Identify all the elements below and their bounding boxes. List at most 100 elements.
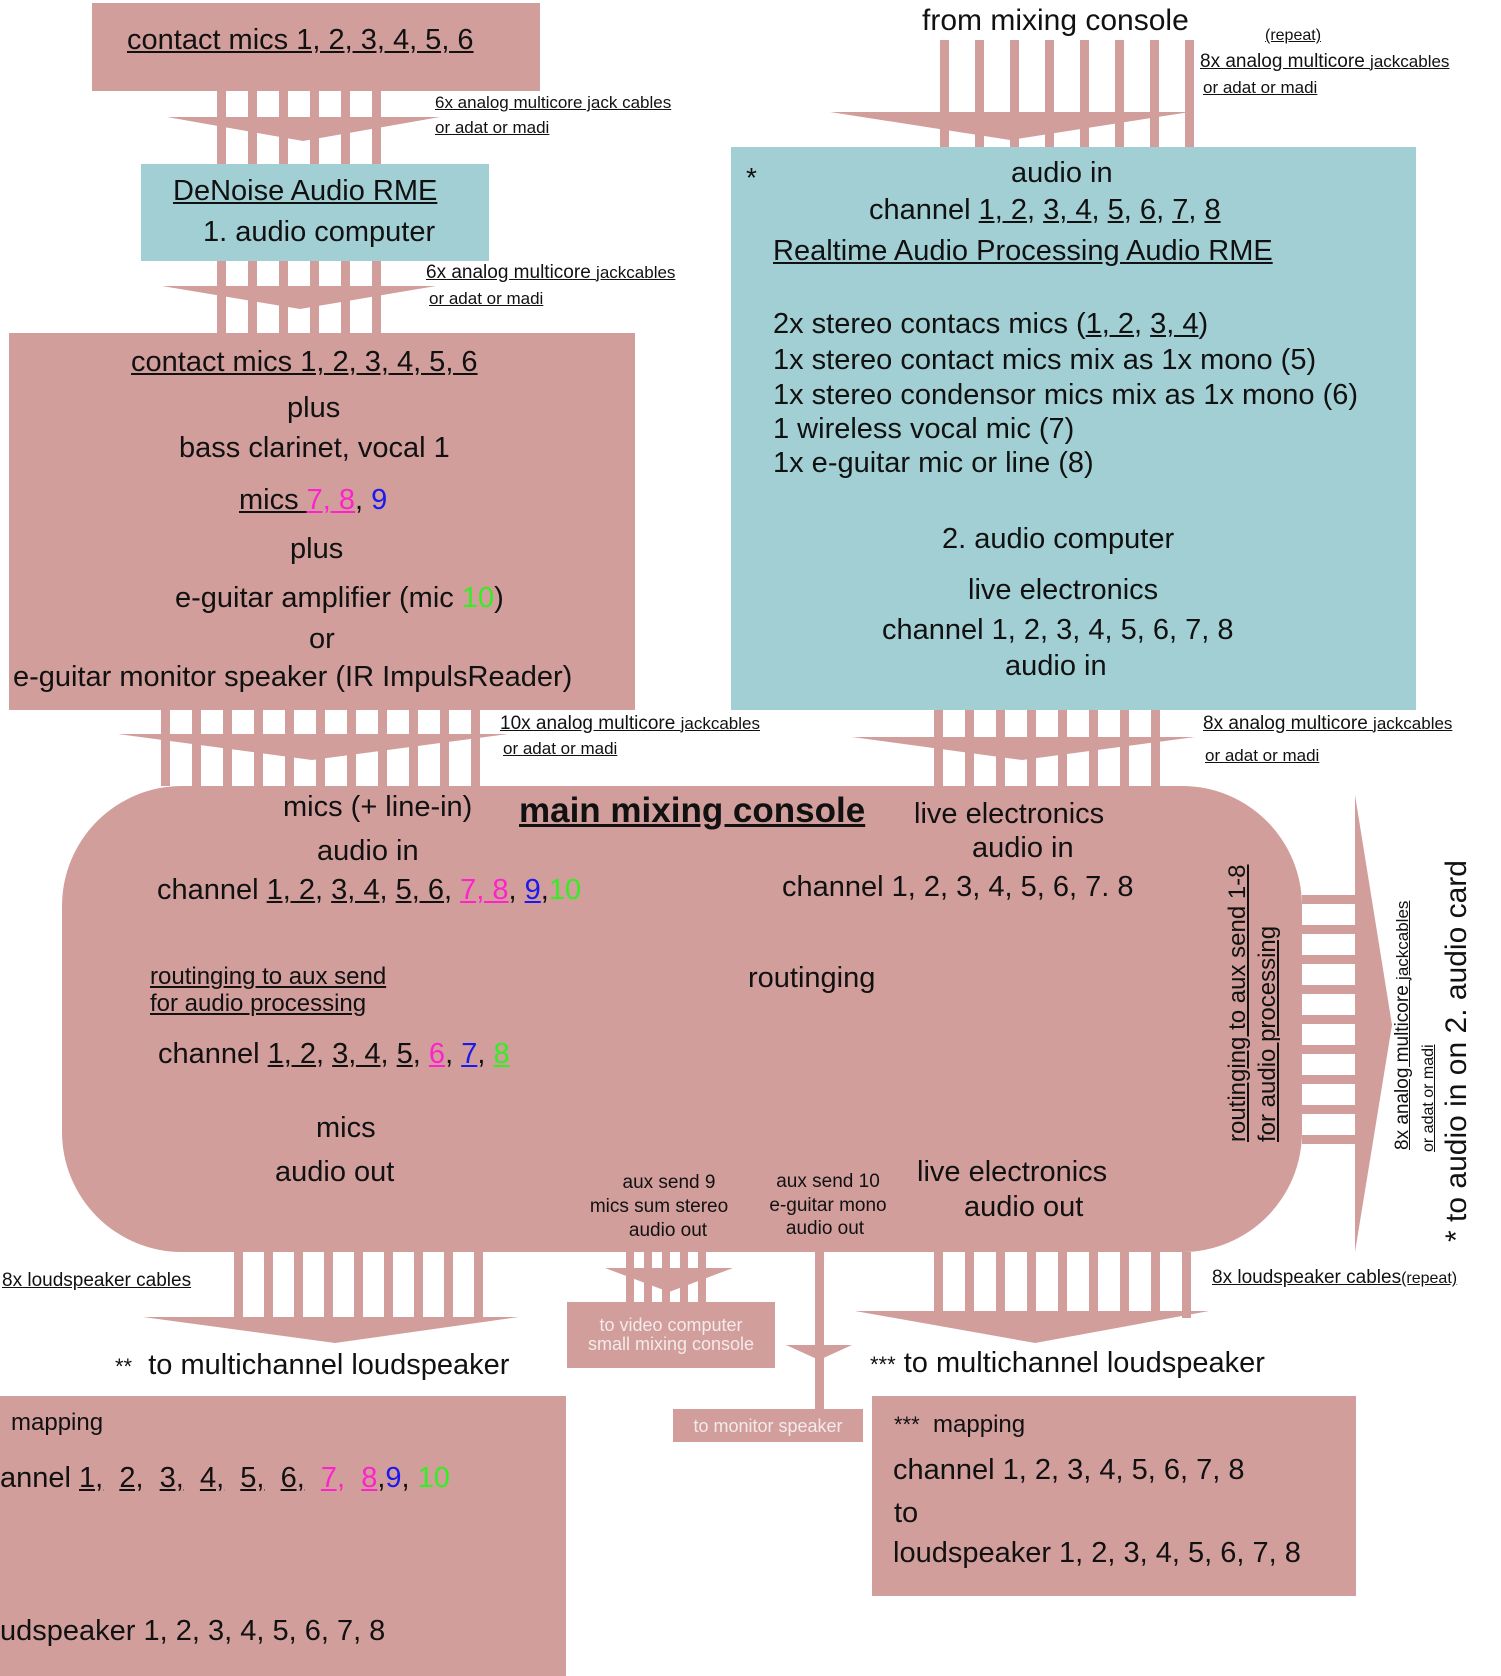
bundle-bottom-right-cable-7: [1120, 1252, 1129, 1318]
bundle-right-edge-cable-5: [1302, 1015, 1362, 1024]
right-mapping-to: to: [894, 1497, 919, 1529]
aux-send-9-line3: audio out: [628, 1220, 708, 1241]
rt-channel-word: channel: [869, 194, 979, 226]
top-right-cable-line2: or adat or madi: [1203, 78, 1318, 97]
rt-line-3: 1x stereo condensor mics mix as 1x mono …: [773, 379, 1359, 411]
console-in-ch-9: 9: [524, 874, 541, 906]
bundle-top-right-cable-4: [1045, 40, 1054, 147]
contact-mics-box: [92, 3, 540, 91]
console-out-ch-6: 6: [428, 1038, 446, 1070]
video-computer-line1: to video computer: [599, 1315, 743, 1335]
right-edge-cable-line1: 8x analog multicore jackcables: [1392, 900, 1413, 1150]
left-mapping-speakers: udspeaker 1, 2, 3, 4, 5, 6, 7, 8: [0, 1615, 386, 1647]
rt-computer: 2. audio computer: [942, 523, 1175, 555]
bundle-bottom-left-cable-9: [474, 1252, 483, 1318]
arrow-aux10: [786, 1345, 852, 1360]
arrow-top-left: [167, 117, 440, 141]
rt-channel-list: channel 1, 2, 3, 4, 5, 6, 7, 8: [882, 614, 1234, 646]
mic-box-instruments: bass clarinet, vocal 1: [179, 432, 450, 464]
console-live-audio-out: audio out: [964, 1191, 1084, 1223]
rt-ch-1-2: 1, 2: [978, 194, 1028, 226]
rt-line1-text: 2x stereo contacs mics (: [773, 308, 1086, 340]
aux-send-10-line2: e-guitar mono: [769, 1195, 887, 1216]
bottom-right-dest-text: to multichannel loudspeaker: [903, 1347, 1265, 1379]
video-computer-box: [567, 1302, 775, 1368]
bottom-right-dest-star: ***: [870, 1352, 896, 1377]
mid-left-cable-type: jackcables: [680, 714, 760, 733]
bundle-bottom-left-cable-2: [264, 1252, 273, 1318]
denoise-box: [141, 164, 489, 261]
console-title: main mixing console: [519, 791, 866, 830]
bottom-left-cables: 8x loudspeaker cables: [2, 1270, 192, 1291]
cable-label-2-type: jackcables: [596, 263, 676, 282]
console-routing-line1: routinging to aux send: [150, 963, 387, 990]
bundle-top-right-cable-7: [1150, 40, 1159, 147]
bundle-aux10-cable: [815, 1252, 824, 1409]
bottom-right-cables-text: 8x loudspeaker cables: [1212, 1267, 1402, 1288]
console-mics-label: mics: [316, 1112, 376, 1144]
bundle-top-right-cable-1: [940, 40, 949, 147]
left-mapping-channels: annel 1, 2, 3, 4, 5, 6, 7, 8,9, 10: [0, 1462, 450, 1494]
cable-label-2-line2: or adat or madi: [429, 289, 544, 308]
left-map-ch-9: 9: [385, 1462, 402, 1494]
right-edge-cable-type: jackcables: [1393, 900, 1412, 980]
cable-label-1-line2: or adat or madi: [435, 118, 550, 137]
rt-line-1: 2x stereo contacs mics (1, 2, 3, 4): [773, 310, 1208, 339]
amp-mic-10: 10: [461, 582, 495, 614]
bundle-aux9-cable-4: [680, 1232, 688, 1302]
console-routing-word: routinging: [748, 962, 876, 994]
console-vertical-routing-2: for audio processing: [1254, 925, 1281, 1142]
bottom-right-repeat: (repeat): [1401, 1270, 1458, 1287]
bundle-aux9-cable-5: [698, 1232, 706, 1302]
console-live-in: live electronics: [914, 798, 1105, 830]
console-out-channels: channel 1, 2, 3, 4, 5, 6, 7, 8: [158, 1038, 510, 1070]
bundle-aux9-cable-3: [662, 1232, 670, 1302]
console-routing-line2: for audio processing: [150, 990, 367, 1017]
amp-text: e-guitar amplifier (mic: [175, 582, 462, 614]
console-out-channel-word: channel: [158, 1038, 268, 1070]
rt-ch-5: 5: [1107, 194, 1124, 226]
bundle-mic-to-console-cable-2: [192, 710, 201, 786]
right-mapping-star: ***: [894, 1412, 920, 1437]
mid-right-cable-line2: or adat or madi: [1205, 746, 1320, 765]
bundle-bottom-right-cable-4: [1027, 1252, 1036, 1318]
bundle-bottom-left-cable-7: [414, 1252, 423, 1318]
left-map-channel-word: annel: [0, 1462, 80, 1494]
amp-close: ): [494, 582, 504, 614]
bundle-mic-to-console-cable-10: [440, 710, 449, 786]
bundle-bottom-right-cable-1: [934, 1252, 943, 1318]
bundle-bottom-right-cable-8: [1151, 1252, 1160, 1318]
top-right-repeat: (repeat): [1265, 27, 1322, 44]
bundle-right-edge-cable-4: [1302, 985, 1362, 994]
bundle-bottom-left-cable-3: [294, 1252, 303, 1318]
top-right-cable-count: 8x analog multicore: [1200, 51, 1371, 72]
bundle-bottom-left-cable-6: [384, 1252, 393, 1318]
monitor-speaker-box: [673, 1409, 863, 1442]
rt-audio-in-2: audio in: [1005, 650, 1107, 682]
left-mapping-box: [0, 1396, 566, 1676]
bundle-mic-to-console-cable-11: [471, 710, 480, 786]
arrow-denoise: [162, 286, 436, 309]
cable-label-2-count: 6x analog multicore: [426, 262, 597, 283]
console-out-ch-1-2: 1, 2: [267, 1038, 317, 1070]
rt-star: *: [746, 162, 757, 193]
right-mapping-channels: channel 1, 2, 3, 4, 5, 6, 7, 8: [893, 1454, 1245, 1486]
rt-line-2: 1x stereo contact mics mix as 1x mono (5…: [773, 344, 1317, 376]
console-out-ch-7: 7: [461, 1038, 478, 1070]
rt-title: Realtime Audio Processing Audio RME: [773, 235, 1273, 267]
console-in-ch-5-6: 5, 6: [395, 874, 445, 906]
console-audio-out: audio out: [275, 1156, 395, 1188]
bundle-rt-to-console-cable-8: [1151, 710, 1160, 786]
bundle-bottom-left-cable-8: [444, 1252, 453, 1318]
bundle-top-right-cable-6: [1115, 40, 1124, 147]
right-edge-cable-line2: or adat or madi: [1420, 1044, 1437, 1152]
console-out-ch-5: 5: [396, 1038, 413, 1070]
arrow-aux9: [605, 1268, 733, 1292]
arrow-bottom-right: [855, 1311, 1209, 1343]
bottom-right-cables: 8x loudspeaker cables(repeat): [1212, 1268, 1457, 1287]
console-in-ch-10: 10: [548, 874, 582, 906]
cable-label-2-line1: 6x analog multicore jackcables: [426, 263, 675, 282]
mic-box-plus-1: plus: [287, 392, 341, 424]
bundle-aux9-cable-2: [644, 1232, 652, 1302]
denoise-subtitle: 1. audio computer: [203, 216, 436, 248]
